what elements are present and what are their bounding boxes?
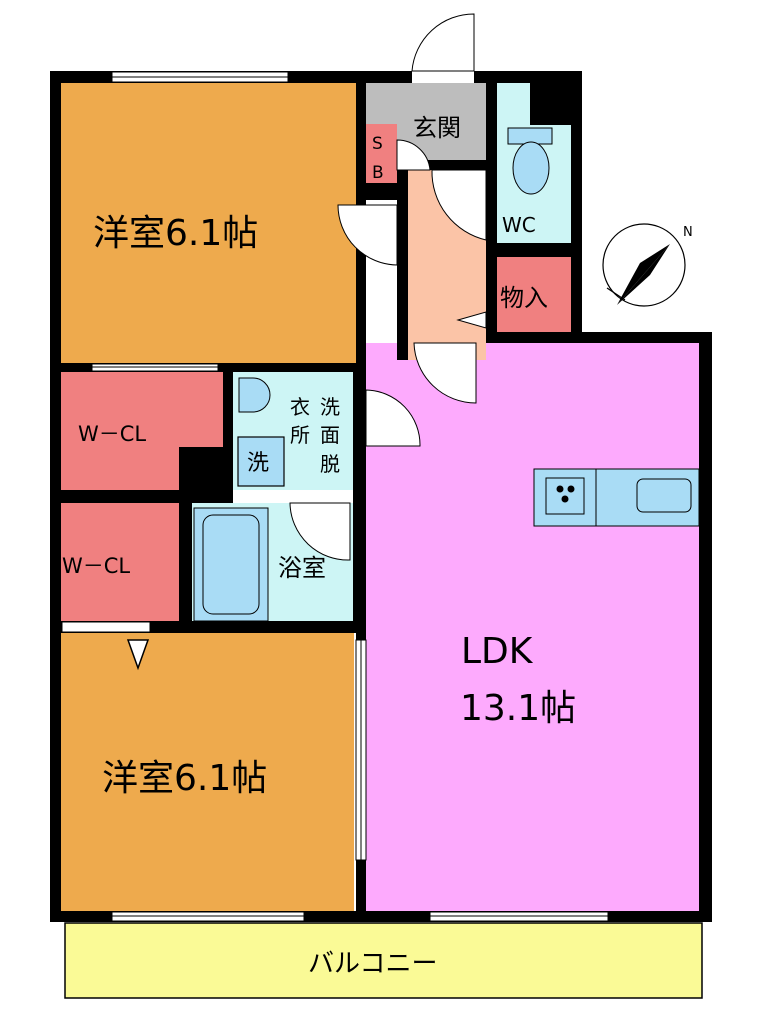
room-label-ldk-area: 13.1帖 bbox=[460, 688, 576, 729]
room-western-bottom bbox=[61, 633, 354, 913]
balcony bbox=[64, 922, 703, 999]
balcony-label: バルコニー bbox=[308, 949, 437, 979]
washbasin-icon bbox=[238, 377, 271, 413]
room-label-storage: 物入 bbox=[500, 284, 548, 312]
washing-machine bbox=[237, 436, 285, 487]
bathtub-inner bbox=[202, 514, 260, 615]
room-label-washroom-4: 面 bbox=[320, 423, 340, 447]
room-label-washroom-1: 衣 bbox=[290, 395, 310, 419]
windows bbox=[61, 71, 609, 922]
kitchen-sink-icon bbox=[636, 478, 692, 513]
room-label-washroom-3: 洗 bbox=[320, 395, 340, 419]
room-shoe-box bbox=[363, 124, 397, 185]
room-label-washroom-2: 所 bbox=[290, 423, 310, 447]
room-storage bbox=[497, 257, 571, 333]
washer-label: 洗 bbox=[247, 451, 269, 476]
room-ldk bbox=[366, 343, 699, 913]
room-label-ldk: LDK bbox=[461, 631, 534, 672]
room-label-western-bottom: 洋室6.1帖 bbox=[102, 758, 267, 799]
compass-north-label: N bbox=[683, 225, 693, 240]
compass-icon bbox=[602, 223, 686, 307]
room-label-wcl-top: W－CL bbox=[78, 422, 146, 446]
room-western-top bbox=[61, 83, 356, 363]
kitchen-counter bbox=[533, 468, 700, 527]
room-label-western-top: 洋室6.1帖 bbox=[93, 213, 258, 254]
doors bbox=[126, 13, 487, 671]
toilet-icon bbox=[507, 127, 553, 195]
room-label-bathroom: 浴室 bbox=[278, 554, 326, 582]
room-label-wcl-bottom: W－CL bbox=[62, 554, 130, 578]
room-label-wc: WC bbox=[502, 213, 536, 237]
room-wcl-bottom bbox=[61, 503, 179, 623]
room-label-shoebox-b: B bbox=[372, 163, 384, 183]
room-label-washroom-5: 脱 bbox=[320, 452, 340, 476]
room-label-entrance: 玄関 bbox=[413, 114, 461, 142]
room-label-shoebox-s: S bbox=[372, 134, 383, 154]
